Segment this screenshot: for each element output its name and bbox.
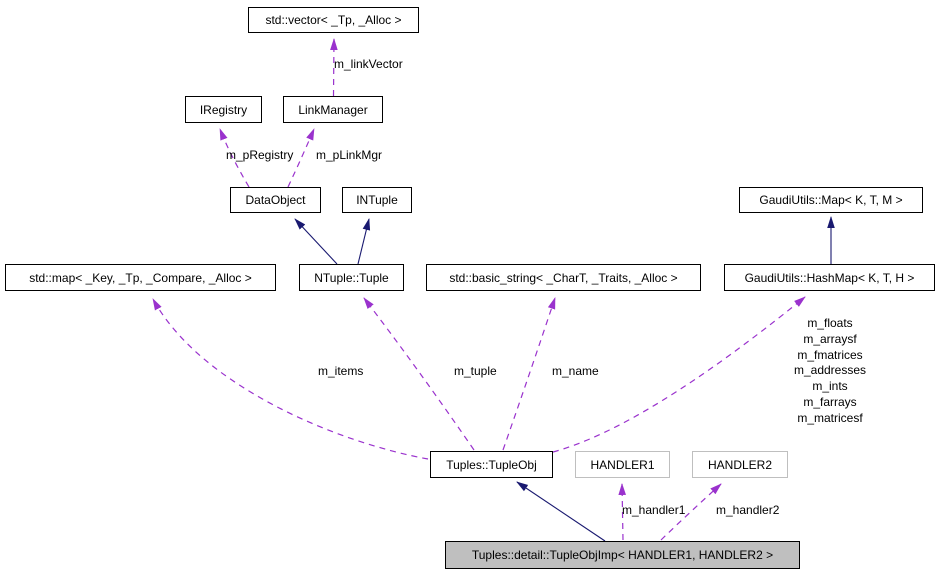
- edge-label-m-matricesf: m_matricesf: [797, 410, 863, 425]
- edge-label-hashmap-fields: m_floats m_arraysf m_fmatrices m_address…: [755, 316, 905, 427]
- edge-label-m-ints: m_ints: [812, 379, 848, 394]
- edge-label-m-addresses: m_addresses: [793, 363, 867, 378]
- edge-inherit-tuple-intuple: [357, 218, 371, 265]
- node-tupleobjimp-focus: Tuples::detail::TupleObjImp< HANDLER1, H…: [445, 541, 800, 569]
- edge-label-m-linkvector: m_linkVector: [334, 57, 403, 71]
- node-gaudiutils-map[interactable]: GaudiUtils::Map< K, T, M >: [739, 187, 923, 213]
- edge-label-m-arraysf: m_arraysf: [803, 331, 857, 346]
- edge-label-m-handler2: m_handler2: [716, 503, 780, 517]
- edge-label-m-farrays: m_farrays: [803, 394, 857, 409]
- edge-hashmap-usage: [552, 296, 806, 453]
- edge-label-m-items: m_items: [318, 364, 364, 378]
- node-intuple[interactable]: INTuple: [342, 187, 412, 213]
- node-gaudiutils-hashmap[interactable]: GaudiUtils::HashMap< K, T, H >: [724, 264, 935, 291]
- edge-m-pregistry: [219, 128, 250, 188]
- edge-label-m-handler1: m_handler1: [622, 503, 686, 517]
- edge-label-m-floats: m_floats: [807, 316, 853, 330]
- edge-m-items: [152, 298, 429, 460]
- node-std-map[interactable]: std::map< _Key, _Tp, _Compare, _Alloc >: [5, 264, 276, 291]
- node-linkmanager[interactable]: LinkManager: [283, 96, 383, 123]
- edge-label-m-plinkmgr: m_pLinkMgr: [316, 148, 383, 162]
- edge-m-name: [502, 297, 556, 451]
- node-handler2: HANDLER2: [692, 451, 788, 478]
- edge-m-handler1: [618, 483, 626, 541]
- edge-m-linkvector: [330, 38, 338, 97]
- edge-m-plinkmgr: [287, 128, 315, 188]
- edge-label-m-tuple: m_tuple: [454, 364, 497, 378]
- node-std-vector[interactable]: std::vector< _Tp, _Alloc >: [248, 7, 419, 33]
- node-iregistry[interactable]: IRegistry: [185, 96, 262, 123]
- edge-label-m-name: m_name: [552, 364, 599, 378]
- node-handler1: HANDLER1: [575, 451, 670, 478]
- edge-m-tuple: [363, 297, 475, 451]
- edge-label-m-fmatrices: m_fmatrices: [797, 347, 863, 362]
- node-std-basic-string[interactable]: std::basic_string< _CharT, _Traits, _All…: [426, 264, 701, 291]
- node-tuples-tupleobj[interactable]: Tuples::TupleObj: [430, 451, 553, 478]
- node-ntuple-tuple[interactable]: NTuple::Tuple: [299, 264, 404, 291]
- edge-inherit-tupleobjimp-tupleobj: [516, 481, 606, 542]
- edge-label-m-pregistry: m_pRegistry: [226, 148, 294, 162]
- edge-inherit-tuple-dataobject: [294, 218, 338, 265]
- node-dataobject[interactable]: DataObject: [230, 187, 321, 213]
